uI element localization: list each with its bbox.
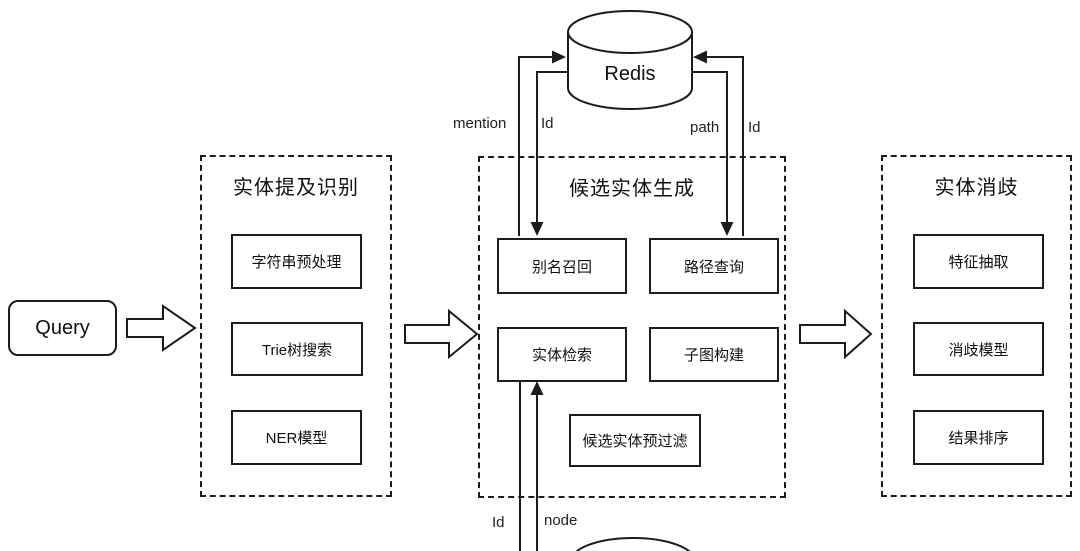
redis-cylinder-icon [567,10,693,110]
edge-label-node: node [544,512,578,529]
edge-label-id-top-left: Id [541,115,554,132]
node-subgraph-construction: 子图构建 [649,327,779,382]
edge-id-right-arrowhead-icon [693,50,707,64]
redis-label: Redis [604,63,656,85]
node-entity-retrieval: 实体检索 [497,327,627,382]
node-string-preprocessing: 字符串预处理 [231,234,362,289]
edge-mention-arrowhead-icon [552,50,566,64]
flow-arrow-query-to-recognition-icon [126,304,197,352]
node-alias-recall: 别名召回 [497,238,627,294]
node-result-ranking: 结果排序 [913,410,1044,465]
node-path-query: 路径查询 [649,238,779,294]
edge-label-id-bottom: Id [492,514,505,531]
query-node: Query [8,300,117,356]
group-title-candidate-entity-generation: 候选实体生成 [569,178,695,200]
node-candidate-prefilter: 候选实体预过滤 [569,414,701,467]
group-title-entity-disambiguation: 实体消歧 [934,177,1019,199]
group-entity-mention-recognition: 实体提及识别 字符串预处理 Trie树搜索 NER模型 [200,155,392,497]
flow-arrow-generation-to-disambiguation-icon [799,308,873,360]
node-ner-model: NER模型 [231,410,362,465]
flow-arrow-recognition-to-generation-icon [404,308,479,360]
edge-label-id-top-right: Id [748,119,761,136]
node-feature-extraction: 特征抽取 [913,234,1044,289]
edge-label-path: path [690,119,720,136]
group-candidate-entity-generation: 候选实体生成 别名召回 路径查询 实体检索 子图构建 候选实体预过滤 [478,156,786,498]
node-trie-search: Trie树搜索 [231,322,363,376]
edge-label-mention: mention [453,115,507,132]
node-disambiguation-model: 消歧模型 [913,322,1044,376]
bottom-store-cylinder-icon [575,537,691,551]
group-title-entity-mention-recognition: 实体提及识别 [233,177,359,199]
group-entity-disambiguation: 实体消歧 特征抽取 消歧模型 结果排序 [881,155,1072,497]
